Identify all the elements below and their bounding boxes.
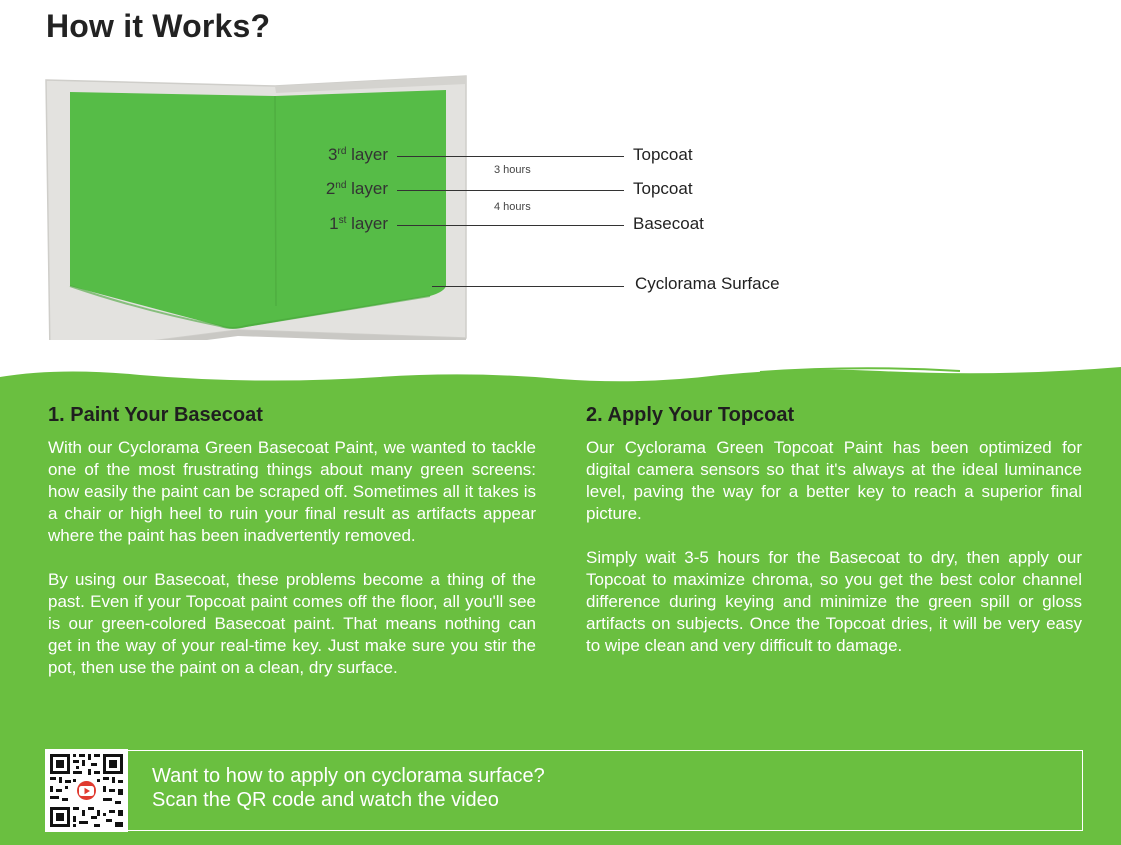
basecoat-paragraph-2: By using our Basecoat, these problems be… <box>48 570 536 677</box>
basecoat-heading: 1. Paint Your Basecoat <box>48 404 263 426</box>
layer-2-label: 2nd layer <box>325 179 388 198</box>
topcoat-paragraph-2: Simply wait 3-5 hours for the Basecoat t… <box>586 548 1082 655</box>
basecoat-section: 1. Paint Your Basecoat With our Cycloram… <box>48 404 536 701</box>
leader-line-surface <box>432 286 624 288</box>
interval-label-3-hours: 3 hours <box>494 164 531 176</box>
coat-label-layer-3: Topcoat <box>633 145 693 164</box>
leader-line-layer-2 <box>397 190 624 192</box>
leader-line-layer-3 <box>397 156 624 158</box>
qr-code-icon <box>45 749 128 832</box>
layer-3-label: 3rd layer <box>328 145 388 164</box>
qr-code[interactable] <box>45 749 128 832</box>
coat-label-layer-1: Basecoat <box>633 214 704 233</box>
cyclorama-diagram: 3rd layer 2nd layer 1st layer 3 hours 4 … <box>0 60 1121 350</box>
cyclorama-illustration <box>45 75 467 340</box>
interval-label-4-hours: 4 hours <box>494 201 531 213</box>
leader-line-layer-1 <box>397 225 624 227</box>
topcoat-section: 2. Apply Your Topcoat Our Cyclorama Gree… <box>586 404 1082 679</box>
coat-label-layer-2: Topcoat <box>633 179 693 198</box>
topcoat-paragraph-1: Our Cyclorama Green Topcoat Paint has be… <box>586 438 1082 523</box>
green-content-panel <box>0 385 1121 845</box>
cta-line-1: Want to how to apply on cyclorama surfac… <box>152 765 545 787</box>
page-title: How it Works? <box>46 8 271 44</box>
topcoat-heading: 2. Apply Your Topcoat <box>586 404 795 426</box>
cta-line-2: Scan the QR code and watch the video <box>152 789 499 811</box>
surface-label: Cyclorama Surface <box>635 274 780 293</box>
layer-1-label: 1st layer <box>329 214 388 233</box>
basecoat-paragraph-1: With our Cyclorama Green Basecoat Paint,… <box>48 438 536 545</box>
cta-box <box>126 750 1083 831</box>
